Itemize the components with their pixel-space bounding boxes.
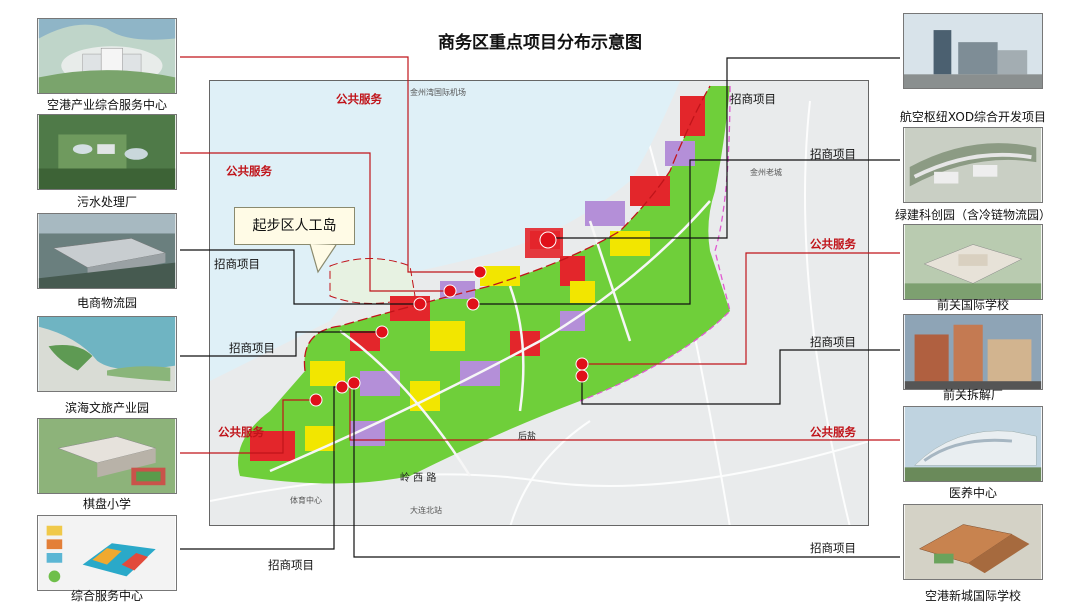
thumb-sewage-plant[interactable] <box>37 114 177 190</box>
label-investment-6: 招商项目 <box>810 335 856 349</box>
caption-aviation-service-center: 空港产业综合服务中心 <box>46 98 167 112</box>
aerial-rendering-image <box>904 225 1042 299</box>
map-label-airport: 金州湾国际机场 <box>410 88 466 97</box>
caption-coastal-tourism-park: 滨海文旅产业园 <box>64 401 149 415</box>
caption-sewage-plant: 污水处理厂 <box>76 195 137 209</box>
aerial-rendering-image <box>904 128 1042 202</box>
aerial-rendering-image <box>904 505 1042 579</box>
label-public-service-2: 公共服务 <box>226 164 272 178</box>
caption-aviation-xod-project: 航空枢纽XOD综合开发项目 <box>899 110 1047 124</box>
aerial-rendering-image <box>38 19 176 93</box>
label-investment-1: 招商项目 <box>214 257 260 271</box>
caption-qianguan-dismantling-plant: 前关拆解厂 <box>942 388 1003 402</box>
thumb-aviation-xod-project[interactable] <box>903 13 1043 89</box>
label-investment-5: 招商项目 <box>810 147 856 161</box>
caption-airport-city-intl-school: 空港新城国际学校 <box>924 589 1021 603</box>
caption-medical-elderly-center: 医养中心 <box>948 486 997 500</box>
thumb-ecommerce-logistics[interactable] <box>37 213 177 289</box>
map-label-station: 大连北站 <box>410 506 442 515</box>
aerial-rendering-image <box>38 317 176 391</box>
thumb-airport-city-intl-school[interactable] <box>903 504 1043 580</box>
label-investment-2: 招商项目 <box>229 341 275 355</box>
thumb-qianguan-dismantling-plant[interactable] <box>903 314 1043 390</box>
thumb-qianguan-intl-school[interactable] <box>903 224 1043 300</box>
label-investment-4: 招商项目 <box>730 92 776 106</box>
label-public-service-4: 公共服务 <box>810 237 856 251</box>
label-investment-7: 招商项目 <box>810 541 856 555</box>
planning-map[interactable]: 金州湾国际机场 金州老城 体育中心 大连北站 岭 西 路 后盐 <box>209 80 869 526</box>
label-public-service-1: 公共服务 <box>336 92 382 106</box>
map-title: 商务区重点项目分布示意图 <box>438 33 642 53</box>
caption-qianguan-intl-school: 前关国际学校 <box>936 298 1009 312</box>
thumb-coastal-tourism-park[interactable] <box>37 316 177 392</box>
aerial-rendering-image <box>904 315 1042 389</box>
land-use-map <box>210 81 868 525</box>
label-public-service-5: 公共服务 <box>810 425 856 439</box>
aerial-rendering-image <box>904 407 1042 481</box>
map-label-old-town: 金州老城 <box>750 168 782 177</box>
thumb-green-tech-park[interactable] <box>903 127 1043 203</box>
thumb-aviation-service-center[interactable] <box>37 18 177 94</box>
caption-comprehensive-service-center: 综合服务中心 <box>70 589 143 603</box>
aerial-rendering-image <box>38 214 176 288</box>
caption-green-tech-park: 绿建科创园（含冷链物流园） <box>894 208 1051 222</box>
map-label-road: 岭 西 路 <box>400 473 437 484</box>
thumb-medical-elderly-center[interactable] <box>903 406 1043 482</box>
label-public-service-3: 公共服务 <box>218 425 264 439</box>
caption-ecommerce-logistics: 电商物流园 <box>76 296 137 310</box>
aerial-rendering-image <box>38 419 176 493</box>
island-callout: 起步区人工岛 <box>234 207 355 245</box>
map-label-sports-center: 体育中心 <box>290 496 322 505</box>
site-plan-image <box>38 516 176 590</box>
aerial-rendering-image <box>38 115 176 189</box>
label-investment-3: 招商项目 <box>268 558 314 572</box>
thumb-comprehensive-service-center[interactable] <box>37 515 177 591</box>
caption-qipan-primary-school: 棋盘小学 <box>82 497 131 511</box>
aerial-rendering-image <box>904 14 1042 88</box>
thumb-qipan-primary-school[interactable] <box>37 418 177 494</box>
map-label-place: 后盐 <box>518 432 537 442</box>
